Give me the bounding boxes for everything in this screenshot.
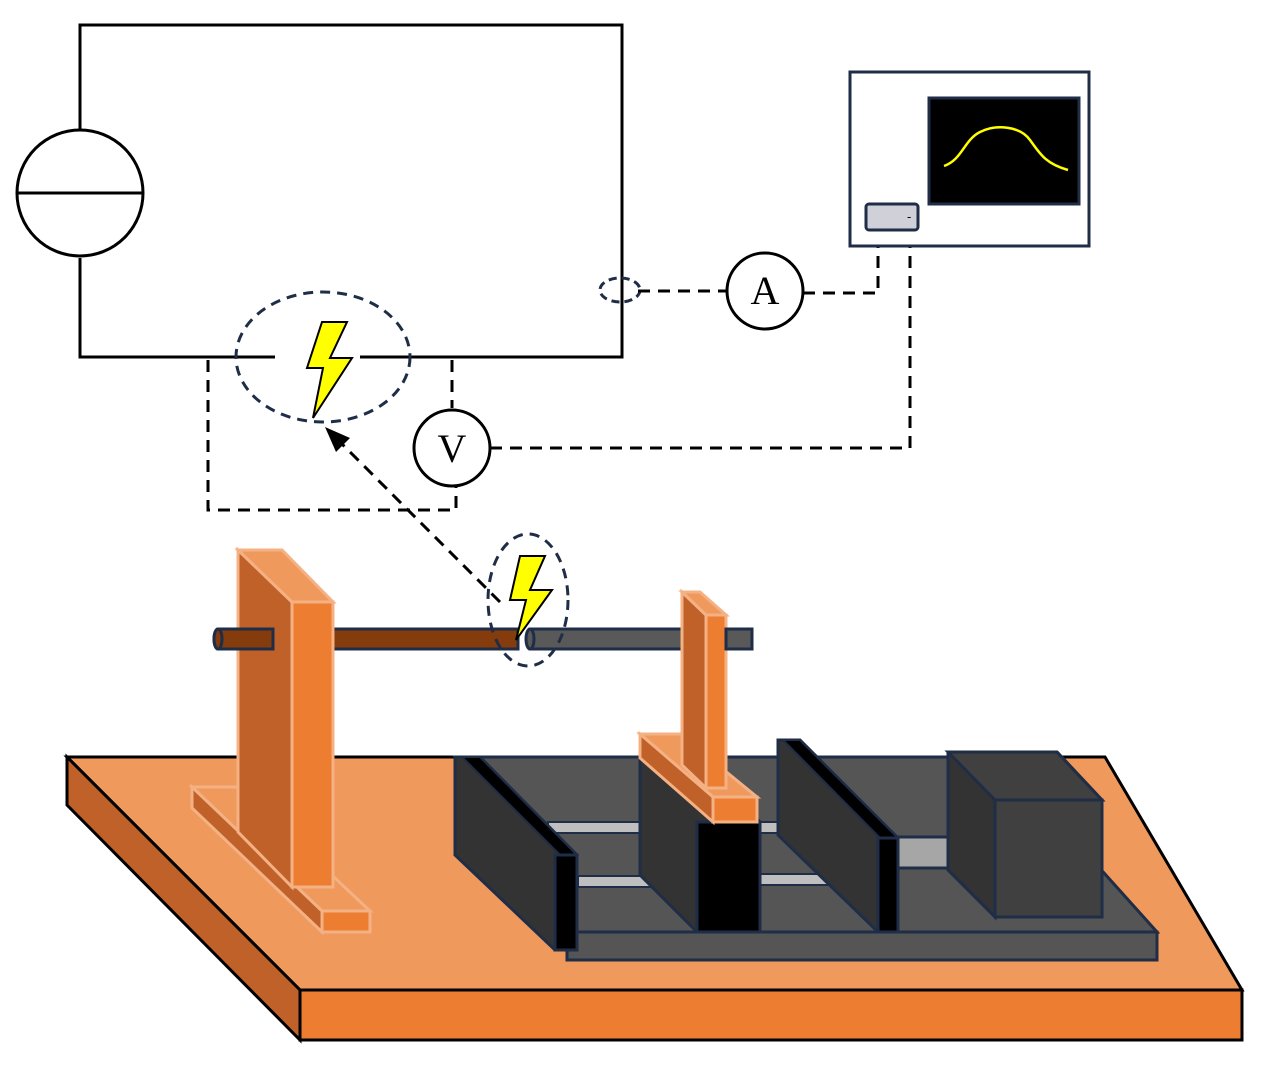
- linear-stage: [452, 738, 1161, 962]
- circuit-wire-left: [78, 258, 275, 359]
- circuit: V A: [15, 23, 912, 512]
- left-stand: [188, 546, 374, 936]
- circuit-spark-highlight: [234, 290, 412, 424]
- oscilloscope-button: [864, 202, 920, 232]
- right-stand: [635, 588, 762, 826]
- grey-rod-end: [524, 627, 536, 651]
- ammeter-label: A: [751, 268, 780, 313]
- lightning-bolt-icon: [305, 321, 354, 419]
- spark-link-arrow: [325, 427, 502, 604]
- ammeter: A: [725, 251, 805, 331]
- oscilloscope-button-mark: -: [907, 209, 911, 224]
- voltage-probe-left: [206, 360, 458, 512]
- voltmeter: V: [412, 408, 492, 488]
- motor-box-front: [993, 798, 1104, 919]
- apparatus: [63, 532, 1245, 1044]
- voltmeter-to-scope-line: [490, 232, 912, 450]
- current-source-icon: [15, 128, 145, 258]
- oscilloscope-waveform: [943, 126, 1069, 172]
- voltmeter-label: V: [438, 426, 467, 471]
- circuit-wire-top: [78, 23, 624, 359]
- current-probe-ring: [598, 276, 642, 304]
- oscilloscope-icon: -: [848, 70, 1091, 248]
- oscilloscope-screen: [927, 96, 1081, 206]
- base-plate-front: [298, 988, 1244, 1042]
- rod-lightning-bolt-icon: [508, 555, 554, 641]
- rod-spark-highlight: [486, 532, 570, 668]
